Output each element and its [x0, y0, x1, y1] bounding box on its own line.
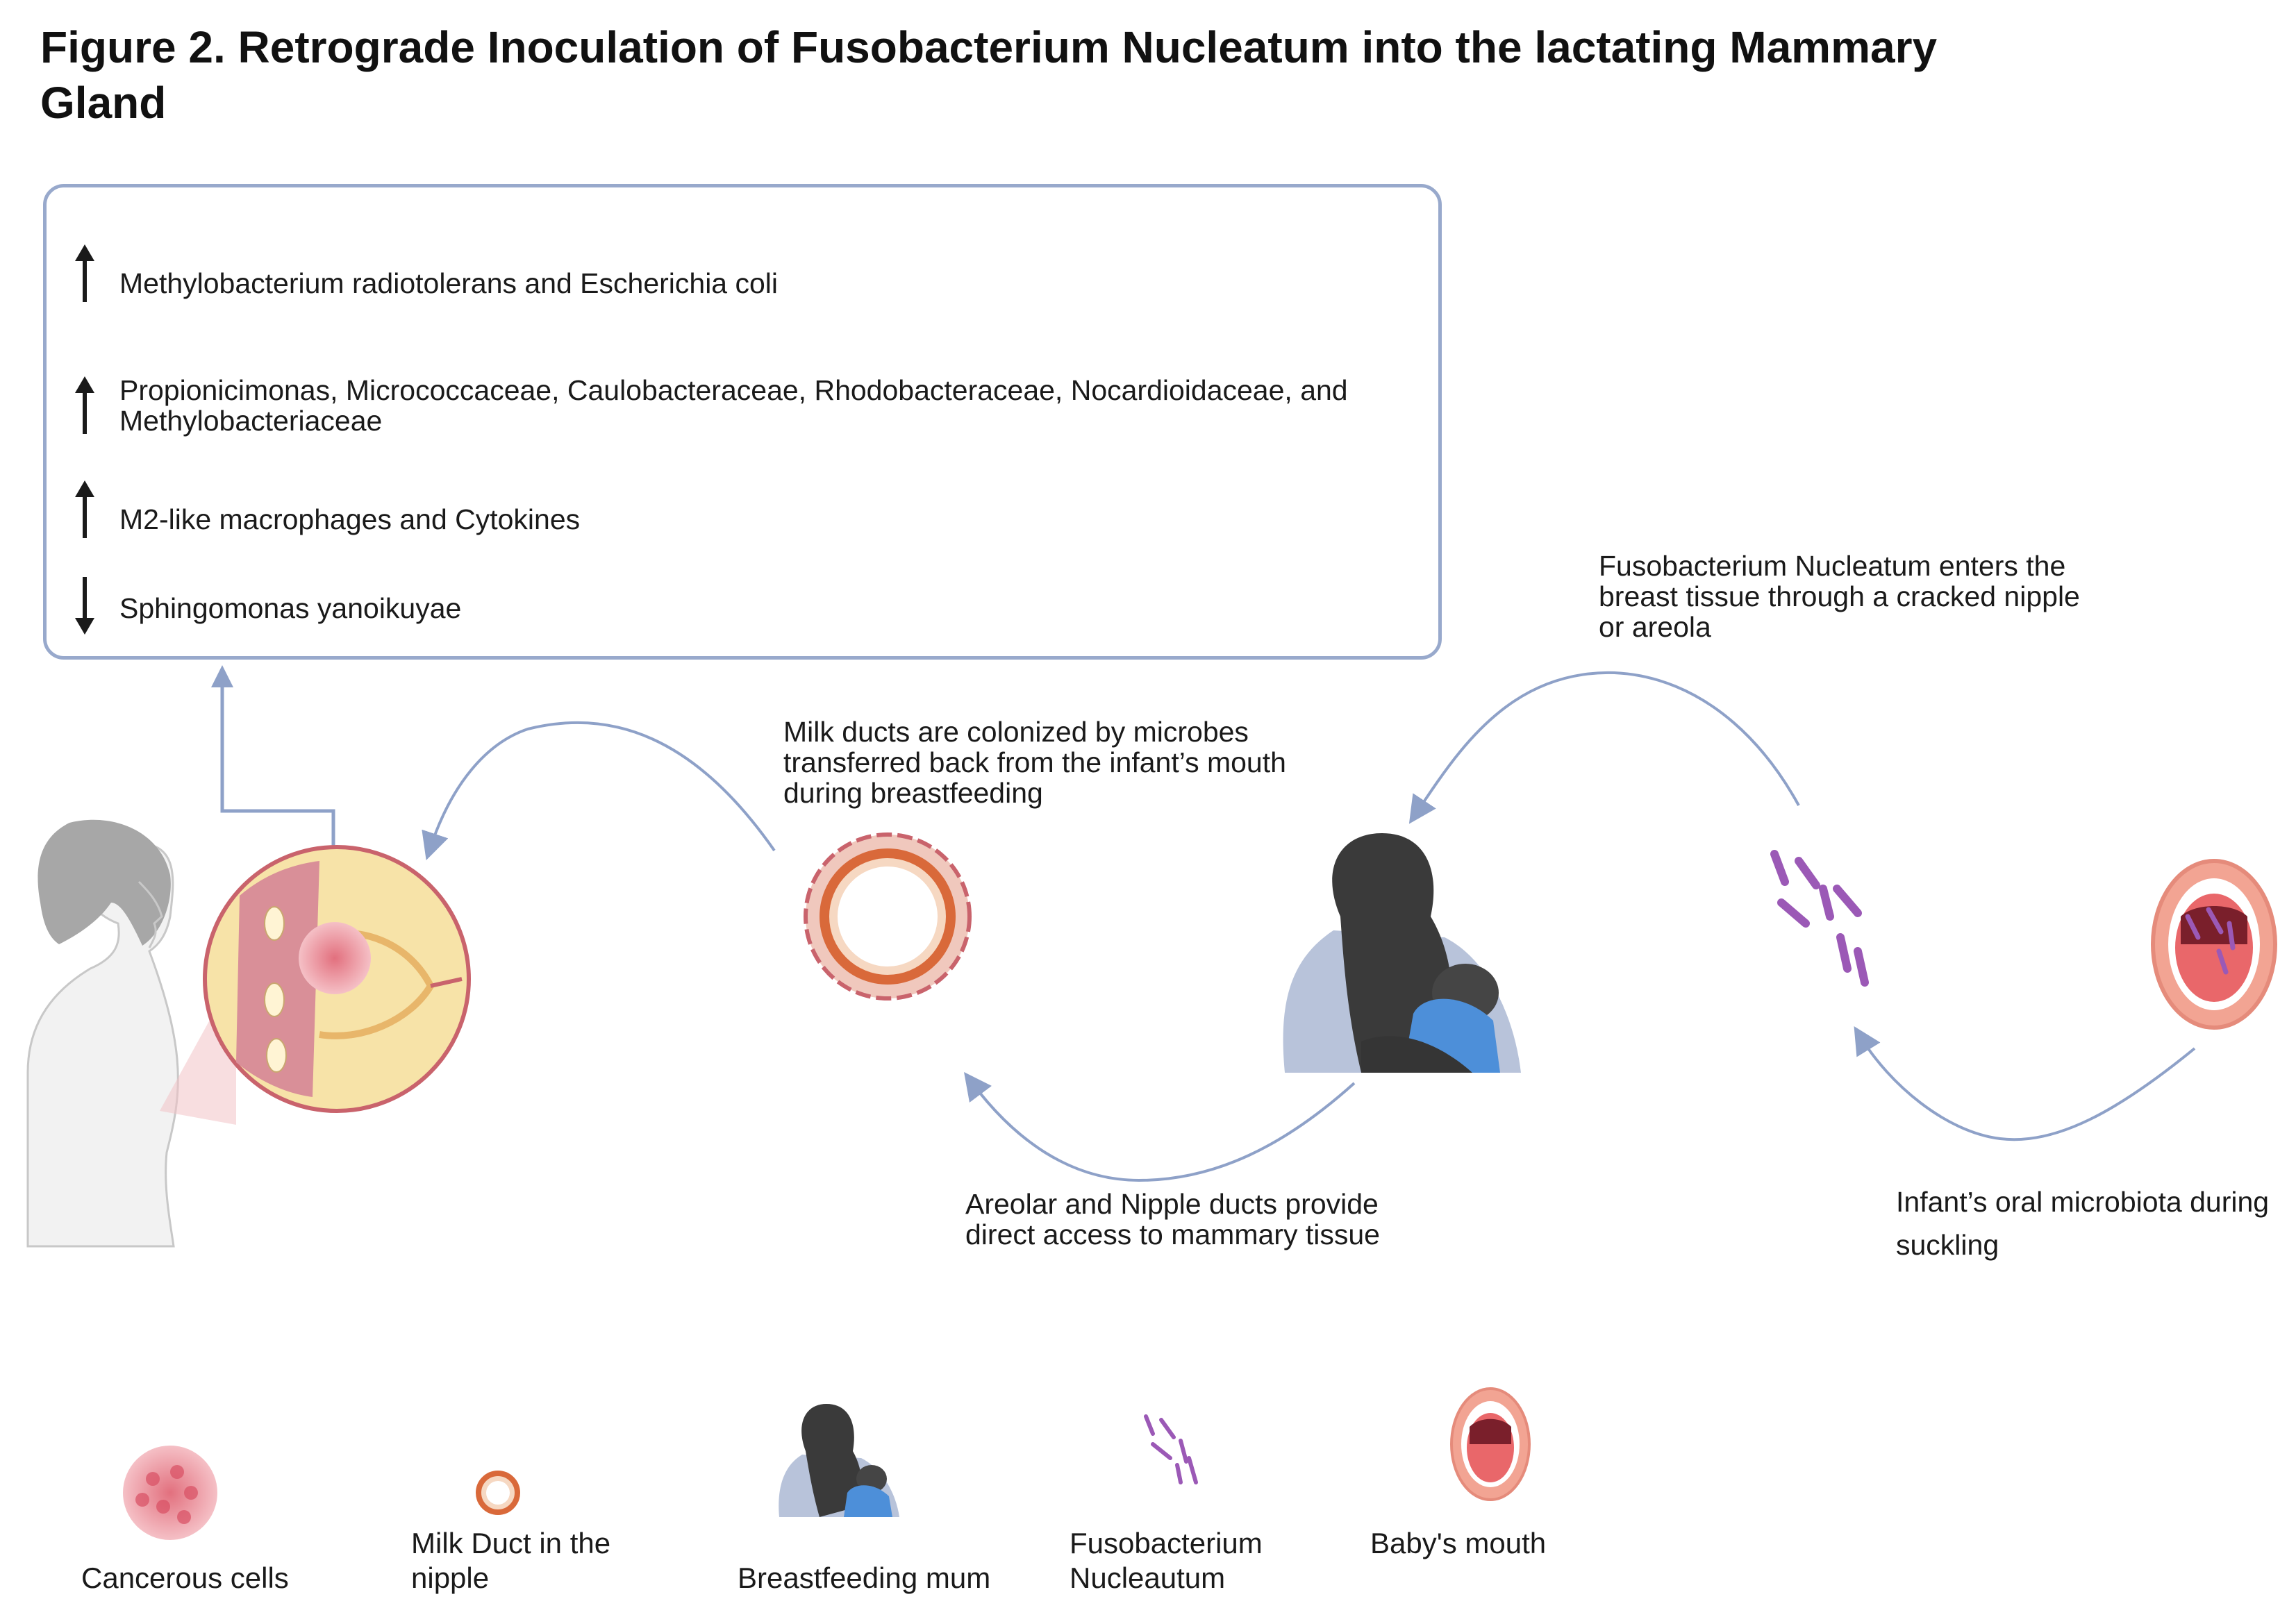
legend-fuso-label: Fusobacterium Nucleautum — [1070, 1527, 1263, 1594]
step-milk-ducts: Milk ducts are colonized by microbes tra… — [783, 716, 1286, 809]
legend-duct-icon — [476, 1471, 520, 1515]
milk-duct-illustration — [804, 832, 972, 1001]
legend-mouth-label: Baby's mouth — [1370, 1527, 1547, 1559]
legend-cancerous-label: Cancerous cells — [81, 1562, 289, 1594]
legend-fuso-icon — [1144, 1414, 1198, 1484]
tumor-icon — [299, 922, 371, 994]
legend-mum-icon — [779, 1404, 899, 1517]
legend-duct-label: Milk Duct in the nipple — [411, 1527, 611, 1594]
findings-box — [43, 184, 1442, 660]
down-arrow-icon — [75, 577, 94, 635]
finding-text: M2-like macrophages and Cytokines — [119, 503, 581, 535]
step-areolar: Areolar and Nipple ducts provide direct … — [965, 1188, 1380, 1250]
flow-arrow — [1854, 1026, 2196, 1141]
step-infant: Infant’s oral microbiota during suckling — [1896, 1186, 2270, 1261]
step-enters: Fusobacterium Nucleatum enters the breas… — [1599, 550, 2080, 643]
breast-cross-section — [203, 845, 471, 1113]
finding-text: Sphingomonas yanoikuyae — [119, 592, 462, 624]
flow-arrow — [422, 721, 776, 860]
up-arrow-icon — [75, 376, 94, 434]
legend-mouth-icon — [1450, 1387, 1531, 1501]
breastfeeding-mum-illustration — [1283, 833, 1521, 1073]
figure-title: Figure 2. Retrograde Inoculation of Fuso… — [40, 22, 1938, 128]
finding-text: Methylobacterium radiotolerans and Esche… — [119, 267, 779, 299]
up-arrow-icon — [75, 244, 94, 302]
up-arrow-icon — [75, 480, 94, 538]
flow-arrow — [1408, 671, 1800, 824]
legend-mum-label: Breastfeeding mum — [738, 1562, 991, 1594]
fusobacterium-illustration — [1770, 850, 1869, 987]
woman-silhouette — [26, 819, 179, 1248]
flow-arrow — [963, 1072, 1356, 1182]
baby-mouth-illustration — [2151, 859, 2277, 1030]
legend-cancerous-icon — [123, 1446, 217, 1540]
finding-text: Propionicimonas, Micrococcaceae, Cauloba… — [119, 374, 1348, 437]
